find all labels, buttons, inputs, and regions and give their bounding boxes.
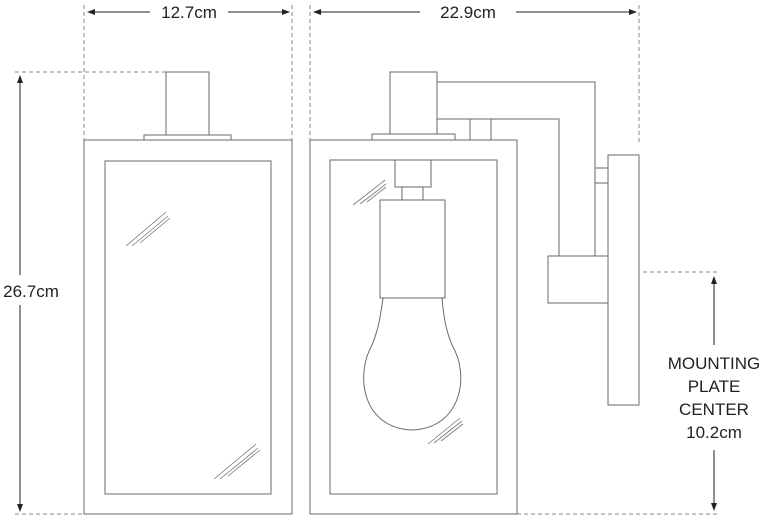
mounting-label-line-1: MOUNTING	[668, 354, 761, 373]
height-dimension: 26.7cm	[3, 71, 166, 515]
bulb-icon	[363, 297, 462, 431]
front-view	[83, 71, 293, 515]
glass-panel	[329, 159, 498, 495]
socket-neck	[401, 186, 424, 201]
mounting-label-value: 10.2cm	[686, 423, 742, 442]
outer-frame	[309, 139, 518, 515]
height-label: 26.7cm	[3, 282, 59, 301]
depth-dimension: 22.9cm	[309, 3, 640, 145]
outer-frame	[83, 139, 293, 515]
top-plate	[143, 134, 232, 141]
mounting-block	[547, 255, 609, 304]
socket-body	[379, 199, 446, 299]
mounting-label-line-2: PLATE	[688, 377, 741, 396]
top-block	[389, 71, 438, 135]
glass-panel	[104, 160, 272, 495]
arm-outer	[437, 81, 596, 256]
stem	[165, 71, 210, 136]
mounting-label-line-3: CENTER	[679, 400, 749, 419]
glass-reflection-icon	[352, 179, 464, 445]
socket-cap	[394, 159, 432, 188]
width-label: 12.7cm	[161, 3, 217, 22]
side-view	[309, 71, 640, 515]
arm-connector	[469, 118, 492, 141]
top-plate	[371, 133, 456, 141]
mounting-plate-center-dimension: MOUNTING PLATE CENTER 10.2cm	[517, 271, 761, 515]
backplate	[607, 154, 640, 406]
depth-label: 22.9cm	[440, 3, 496, 22]
width-dimension: 12.7cm	[83, 3, 293, 140]
glass-reflection-icon	[125, 211, 261, 480]
